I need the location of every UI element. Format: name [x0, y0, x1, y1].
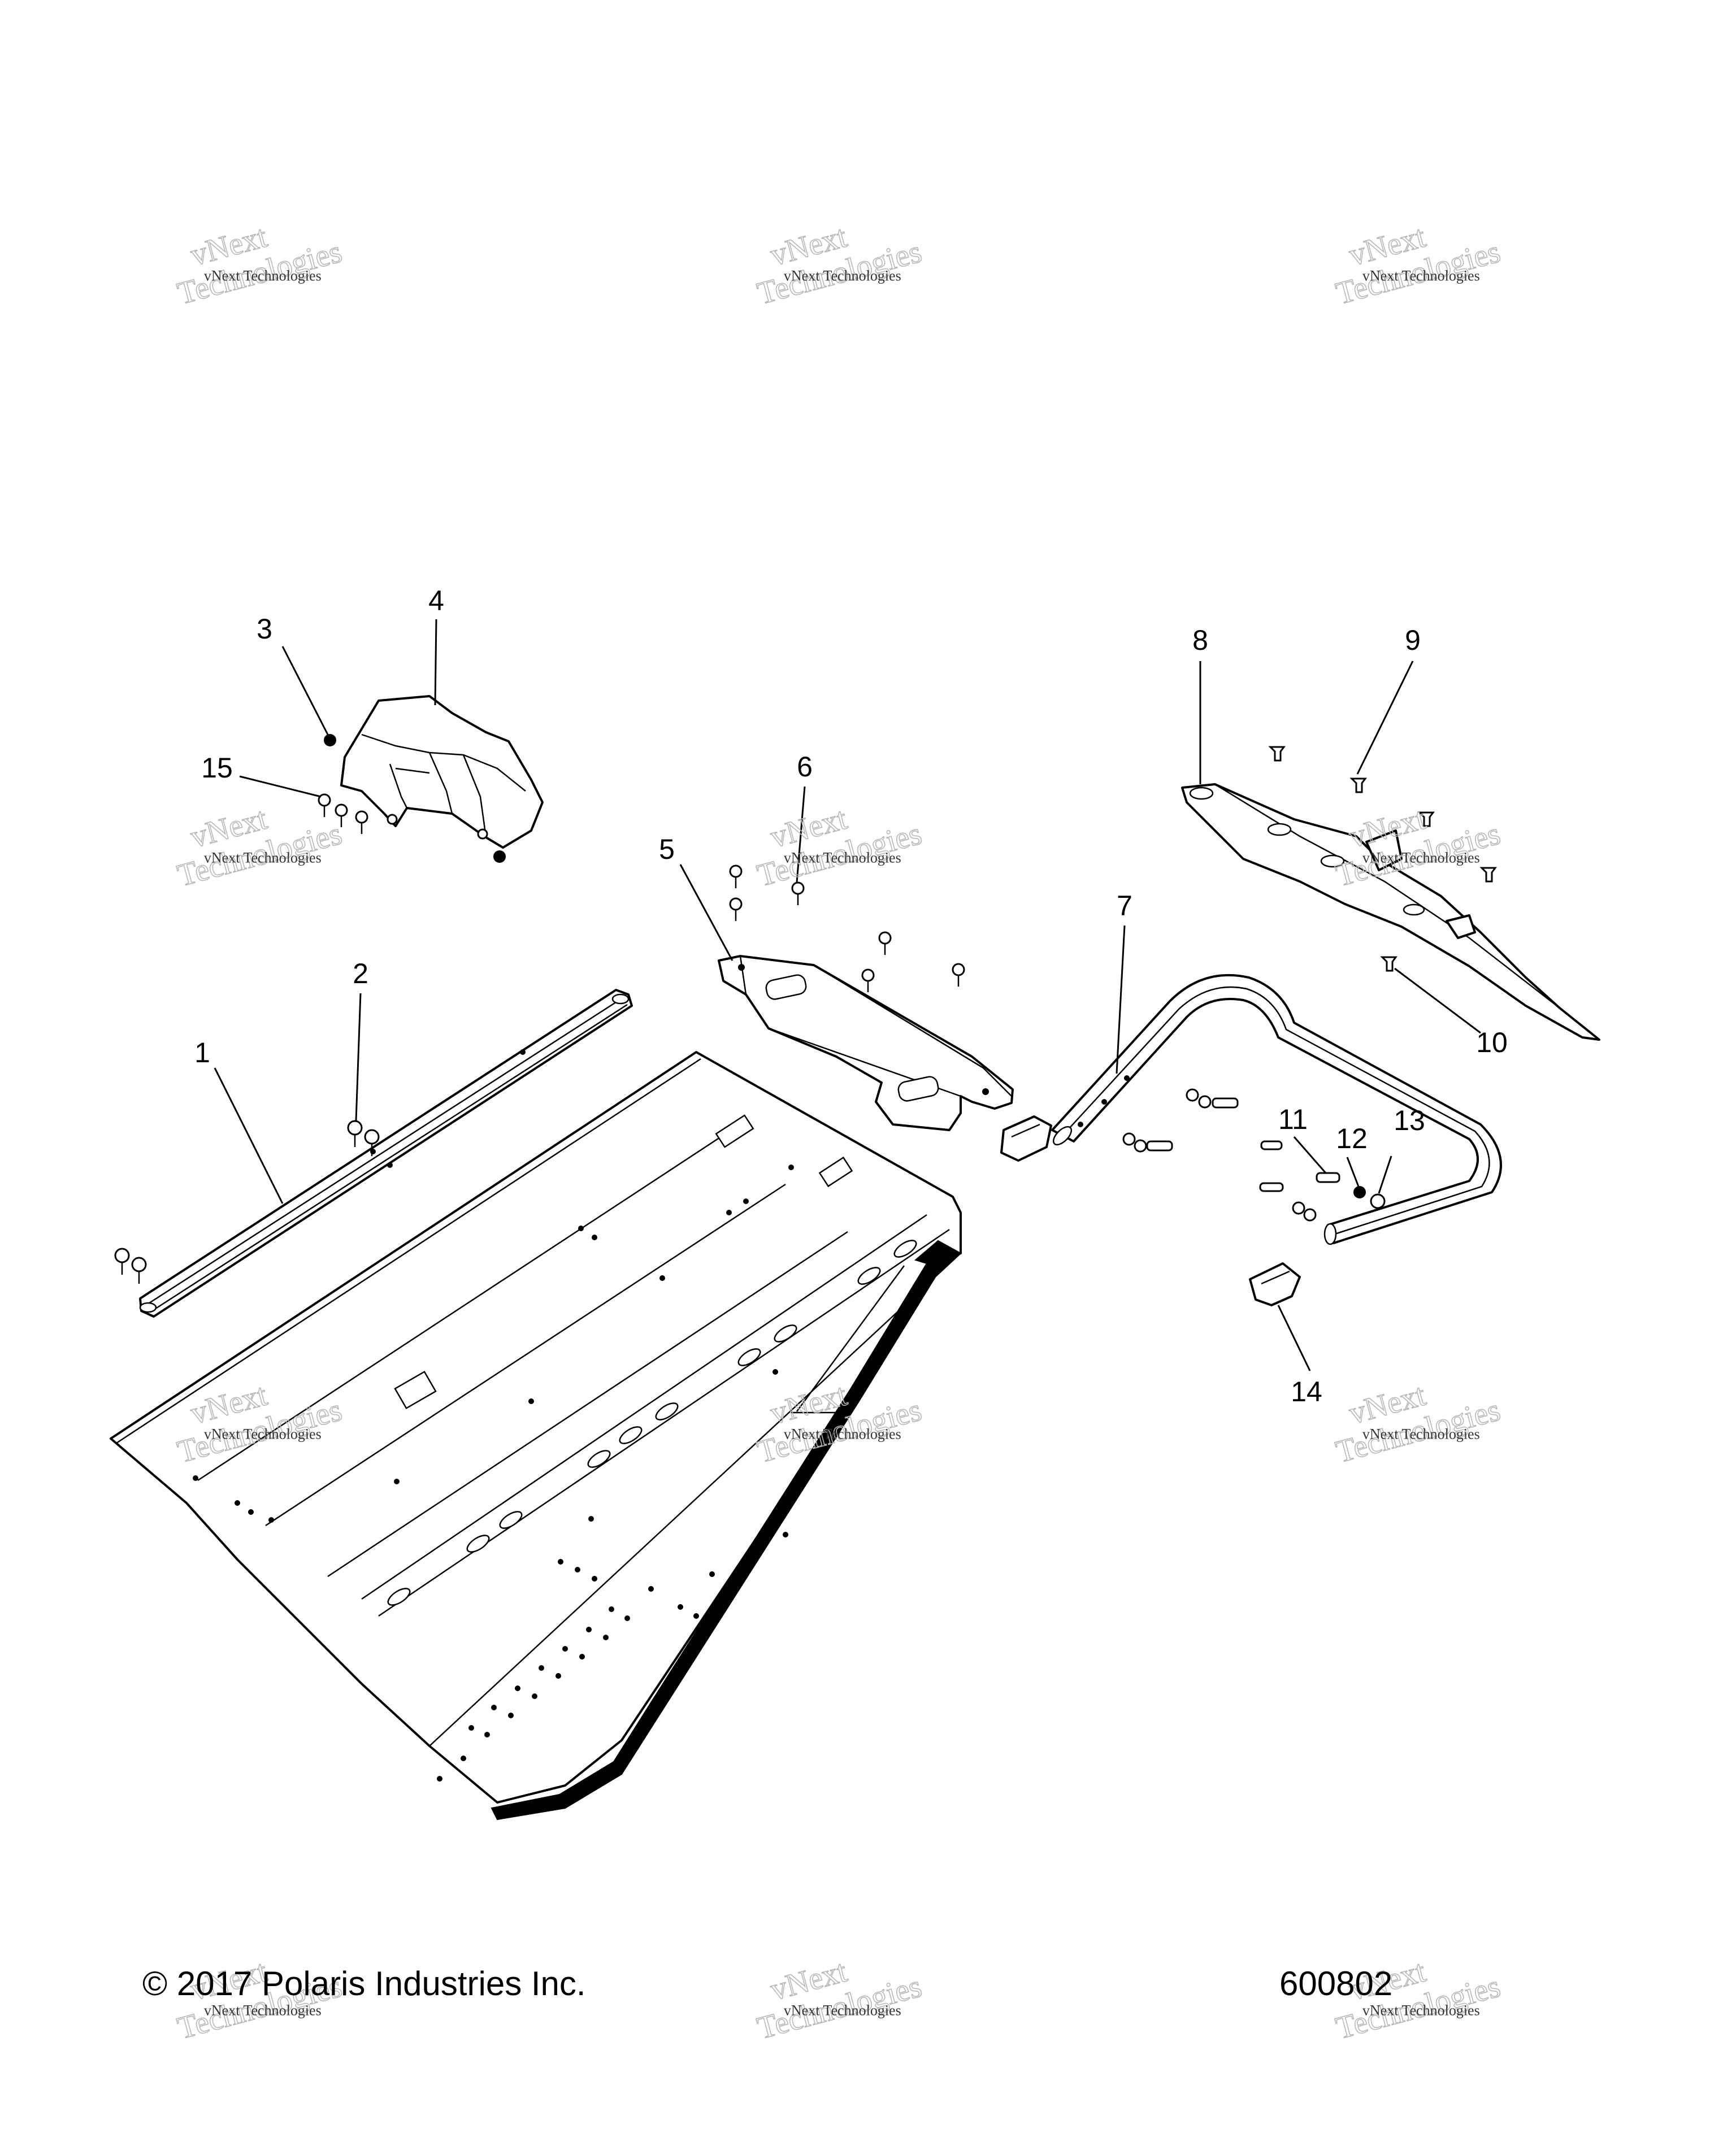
callout-9: 9	[1405, 624, 1421, 656]
leader-12	[1346, 1157, 1360, 1187]
leader-1	[214, 1067, 284, 1204]
svg-text:vNext Technologies: vNext Technologies	[784, 850, 901, 866]
part-7-end-cap	[1000, 1115, 1052, 1162]
svg-text:vNext Technologies: vNext Technologies	[784, 2002, 901, 2019]
callout-numbers: 1 2 3 4 5 6 7 8 9 10 11 12 13 14 15	[194, 585, 1508, 1408]
leader-11	[1293, 1136, 1327, 1174]
svg-text:vNext Technologies: vNext Technologies	[1362, 2002, 1480, 2019]
svg-text:vNext Technologies: vNext Technologies	[1362, 850, 1480, 866]
part-4-cover	[340, 695, 544, 849]
leader-4	[434, 619, 437, 706]
callout-11: 11	[1278, 1104, 1308, 1135]
watermark-logo: vNext Technologies vNext Technologies	[173, 219, 346, 312]
leader-14	[1277, 1305, 1311, 1371]
part-14-end-cap	[1249, 1262, 1301, 1306]
figure-id: 600802	[1279, 1965, 1393, 2002]
part-13-nut	[1370, 1193, 1386, 1209]
part-7-washers	[1122, 1088, 1317, 1222]
part-10-rivet	[1380, 956, 1398, 972]
leader-9	[1356, 661, 1414, 775]
svg-text:vNext Technologies: vNext Technologies	[1362, 1426, 1480, 1443]
part-1-screws	[114, 1248, 147, 1284]
leader-13	[1378, 1155, 1392, 1194]
copyright-notice: © 2017 Polaris Industries Inc.	[142, 1965, 586, 2002]
tunnel-side-trim	[491, 1240, 962, 1821]
callout-3: 3	[257, 613, 272, 645]
leader-10	[1394, 967, 1481, 1034]
callout-14: 14	[1291, 1376, 1322, 1408]
callout-8: 8	[1192, 624, 1208, 656]
svg-text:vNext Technologies: vNext Technologies	[784, 1426, 901, 1443]
watermark-logo: vNext Technologies vNext Technologies	[1332, 1377, 1504, 1470]
part-9-push-rivets	[1268, 746, 1497, 883]
svg-text:vNext Technologies: vNext Technologies	[204, 1426, 322, 1443]
callout-10: 10	[1476, 1027, 1508, 1058]
callout-7: 7	[1117, 890, 1132, 922]
part-5-bracket	[718, 955, 1014, 1131]
part-12-washer	[1353, 1186, 1366, 1198]
part-3-nut	[324, 734, 336, 746]
callout-12: 12	[1336, 1123, 1368, 1154]
watermark-logo: vNext Technologies vNext Technologies	[753, 801, 926, 894]
svg-text:vNext Technologies: vNext Technologies	[784, 268, 901, 284]
svg-text:vNext Technologies: vNext Technologies	[204, 850, 322, 866]
leader-6	[796, 786, 806, 883]
watermark-logo: vNext Technologies vNext Technologies	[1332, 219, 1504, 312]
svg-text:vNext Technologies: vNext Technologies	[204, 268, 322, 284]
svg-text:vNext Technologies: vNext Technologies	[1362, 268, 1480, 284]
part-6-screws	[729, 865, 965, 992]
leader-lines	[214, 619, 1481, 1371]
part-1-rail	[139, 989, 633, 1318]
watermark-logo: vNext Technologies vNext Technologies	[753, 1953, 926, 2047]
leader-5	[679, 864, 734, 961]
leader-15	[239, 775, 322, 798]
part-7-bumper	[1051, 974, 1502, 1245]
part-8-rear-plate	[1181, 783, 1600, 1041]
tunnel-floor-panel	[110, 1051, 962, 1804]
callout-1: 1	[194, 1037, 210, 1068]
callout-4: 4	[428, 585, 444, 616]
part-3-nut-2	[493, 850, 506, 863]
leader-2	[355, 993, 362, 1122]
callout-13: 13	[1394, 1105, 1425, 1136]
callout-5: 5	[659, 833, 675, 865]
svg-text:vNext Technologies: vNext Technologies	[204, 2002, 322, 2019]
callout-6: 6	[797, 751, 813, 783]
callout-2: 2	[353, 958, 368, 989]
watermark-logo: vNext Technologies vNext Technologies	[753, 219, 926, 312]
callout-15: 15	[201, 752, 233, 784]
leader-3	[281, 646, 329, 735]
part-15-screws	[318, 793, 368, 834]
part-11-bolt	[1316, 1172, 1340, 1183]
leader-7	[1116, 925, 1126, 1074]
part-2-screws	[347, 1120, 380, 1156]
